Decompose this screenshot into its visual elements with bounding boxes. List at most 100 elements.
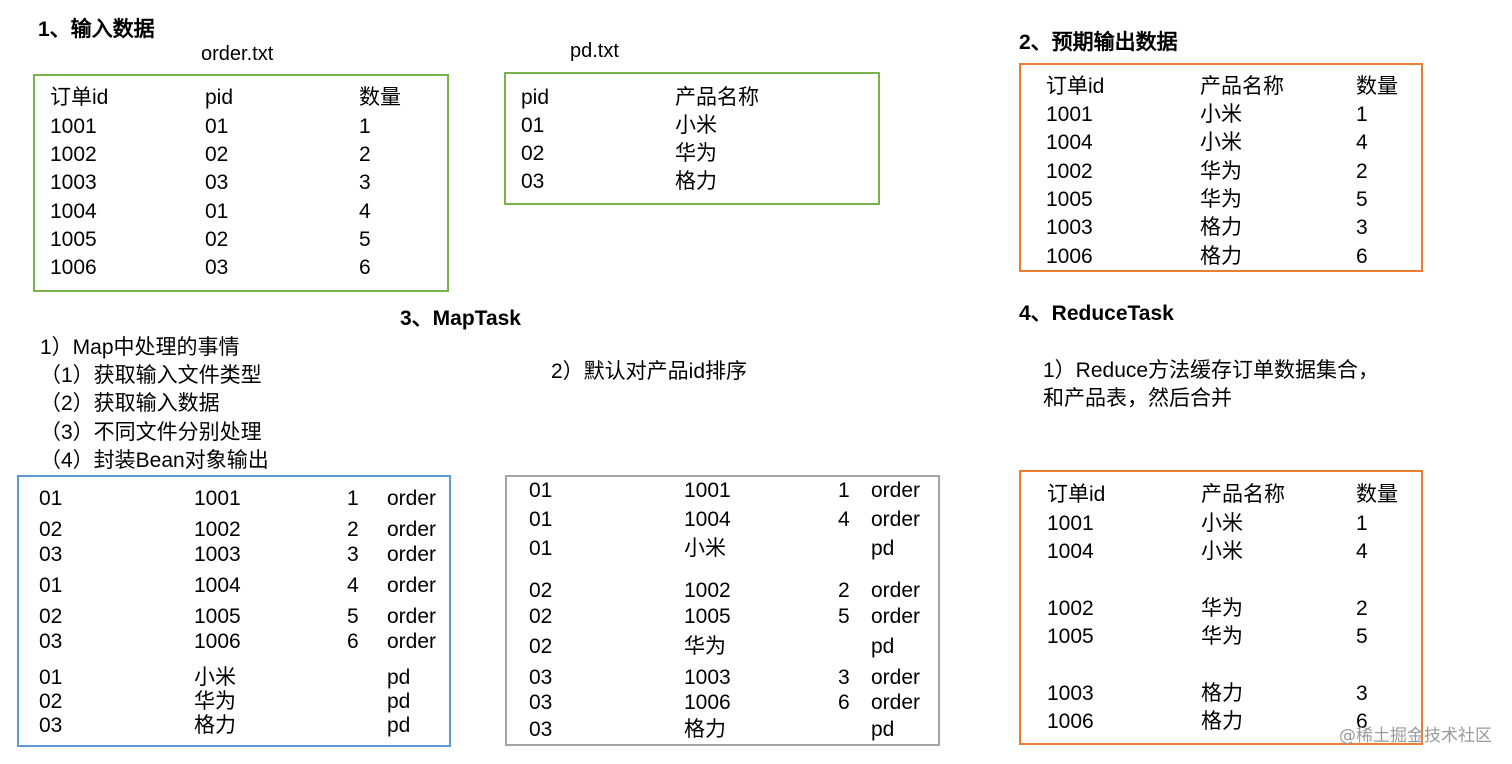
sorted-output-cell: 6 [838, 691, 850, 714]
reduce-table-cell: 订单id [1047, 483, 1106, 506]
expected-table-cell: 1 [1356, 103, 1368, 126]
expected-table-cell: 1006 [1046, 245, 1093, 268]
sorted-output-cell: pd [871, 635, 895, 658]
sorted-output-cell: 03 [529, 666, 553, 689]
pd-table-cell: 02 [521, 142, 545, 165]
expected-table-cell: 5 [1356, 188, 1368, 211]
map-output-cell: pd [387, 666, 411, 689]
order-table-cell: 03 [205, 256, 229, 279]
reduce-table-cell: 华为 [1201, 597, 1243, 620]
sorted-output-cell: 1005 [684, 605, 731, 628]
sorted-output-cell: 1 [838, 479, 850, 502]
pd-file-label: pd.txt [570, 40, 619, 62]
pd-table-cell: pid [521, 86, 550, 109]
map-output-cell: 01 [39, 487, 63, 510]
sorted-output-cell: 1004 [684, 508, 731, 531]
map-output-cell: 1003 [194, 543, 241, 566]
order-table-cell: 1004 [50, 200, 97, 223]
pd-table-cell: 华为 [675, 142, 717, 165]
note-line: （2）获取输入数据 [40, 392, 220, 415]
expected-table-cell: 1001 [1046, 103, 1093, 126]
map-output-cell: 华为 [194, 690, 236, 713]
map-output-cell: 03 [39, 714, 63, 737]
sorted-output-cell: 1006 [684, 691, 731, 714]
note-line: 1）Reduce方法缓存订单数据集合， [1043, 359, 1380, 382]
note-line: （3）不同文件分别处理 [40, 421, 262, 444]
map-output-cell: order [387, 630, 437, 653]
reduce-table-cell: 1004 [1047, 540, 1094, 563]
sorted-output-cell: 01 [529, 479, 553, 502]
sorted-output-cell: 华为 [684, 635, 726, 658]
sort-note: 2）默认对产品id排序 [551, 360, 748, 383]
expected-table-cell: 6 [1356, 245, 1368, 268]
expected-table-cell: 2 [1356, 160, 1368, 183]
map-output-cell: order [387, 605, 437, 628]
reduce-table-cell: 4 [1356, 540, 1368, 563]
map-output-cell: 01 [39, 666, 63, 689]
order-table-cell: 3 [359, 171, 371, 194]
map-output-cell: 1004 [194, 574, 241, 597]
expected-table-cell: 格力 [1200, 216, 1242, 239]
order-table-cell: 5 [359, 228, 371, 251]
pd-table-cell: 03 [521, 170, 545, 193]
map-output-cell: 4 [347, 574, 359, 597]
sorted-output-cell: 格力 [684, 718, 726, 741]
reduce-table-cell: 华为 [1201, 625, 1243, 648]
sorted-output-cell: order [871, 605, 921, 628]
sorted-output-cell: order [871, 666, 921, 689]
reduce-table-cell: 小米 [1201, 540, 1243, 563]
sorted-output-cell: 01 [529, 537, 553, 560]
expected-table-cell: 1004 [1046, 131, 1093, 154]
map-output-cell: order [387, 543, 437, 566]
order-table-cell: 01 [205, 115, 229, 138]
pd-table-cell: 格力 [675, 170, 717, 193]
map-output-cell: order [387, 487, 437, 510]
sorted-output-cell: 小米 [684, 537, 726, 560]
map-output-cell: 1002 [194, 518, 241, 541]
map-output-cell: 格力 [194, 714, 236, 737]
map-output-cell: 6 [347, 630, 359, 653]
map-output-cell: 5 [347, 605, 359, 628]
map-output-cell: 02 [39, 605, 63, 628]
sorted-output-cell: 02 [529, 635, 553, 658]
order-table-cell: 1006 [50, 256, 97, 279]
section1-title: 1、输入数据 [38, 18, 155, 41]
sorted-output-cell: 02 [529, 579, 553, 602]
sorted-output-cell: order [871, 579, 921, 602]
sorted-output-cell: 1003 [684, 666, 731, 689]
sorted-output-cell: 3 [838, 666, 850, 689]
sorted-output-cell: pd [871, 718, 895, 741]
expected-table-cell: 1002 [1046, 160, 1093, 183]
order-table-cell: 1002 [50, 143, 97, 166]
expected-table-cell: 华为 [1200, 160, 1242, 183]
map-output-cell: 1006 [194, 630, 241, 653]
order-table-cell: 02 [205, 228, 229, 251]
sorted-output-cell: 02 [529, 605, 553, 628]
reduce-table-cell: 1006 [1047, 710, 1094, 733]
sorted-output-cell: 5 [838, 605, 850, 628]
reduce-table-cell: 1001 [1047, 512, 1094, 535]
map-output-cell: 03 [39, 630, 63, 653]
note-line: （4）封装Bean对象输出 [40, 449, 269, 472]
expected-table-cell: 小米 [1200, 103, 1242, 126]
order-file-label: order.txt [201, 43, 274, 65]
expected-table-cell: 3 [1356, 216, 1368, 239]
sorted-output-cell: order [871, 508, 921, 531]
map-output-cell: 02 [39, 518, 63, 541]
expected-table-cell: 小米 [1200, 131, 1242, 154]
order-table-cell: 01 [205, 200, 229, 223]
sorted-output-cell: 1002 [684, 579, 731, 602]
sorted-output-cell: pd [871, 537, 895, 560]
reduce-table-cell: 格力 [1201, 682, 1243, 705]
map-output-cell: 1005 [194, 605, 241, 628]
order-table-cell: 1 [359, 115, 371, 138]
map-output-cell: order [387, 574, 437, 597]
sorted-output-cell: 03 [529, 718, 553, 741]
reduce-table-cell: 小米 [1201, 512, 1243, 535]
expected-table-cell: 订单id [1046, 75, 1105, 98]
expected-table-cell: 数量 [1356, 75, 1398, 98]
map-output-cell: order [387, 518, 437, 541]
